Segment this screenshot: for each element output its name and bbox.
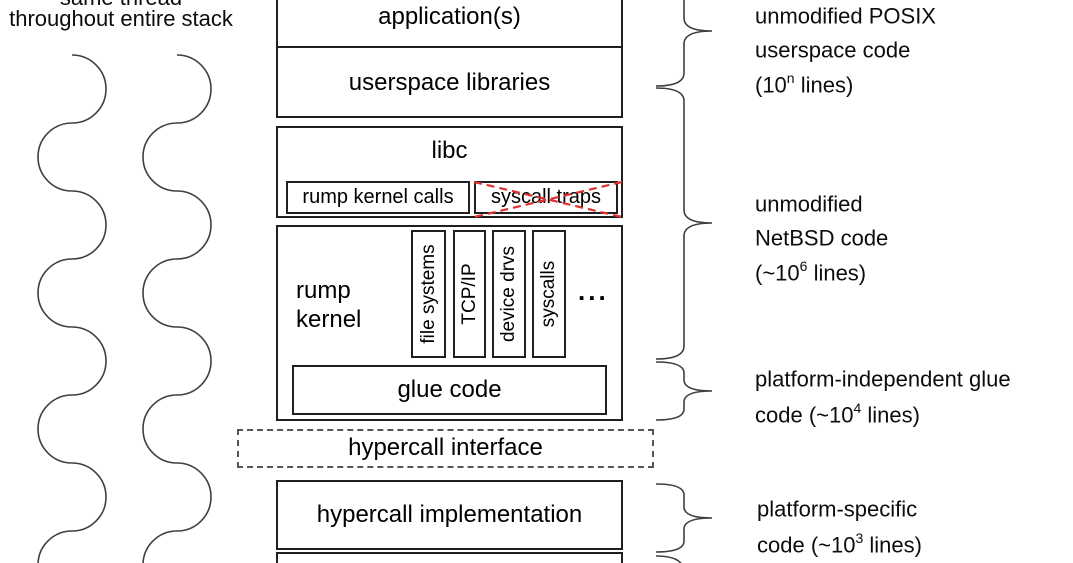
- app-userspace-separator: [278, 46, 621, 48]
- red-cross-line-2: [473, 180, 623, 219]
- annotation-platform-specific: platform-specific code (~103 lines): [757, 488, 922, 561]
- rump-kernel-label: rump kernel: [296, 276, 361, 334]
- annotation-line: code (~103 lines): [757, 530, 922, 558]
- component-box-file-systems: file systems: [411, 230, 446, 358]
- component-label-syscalls: syscalls: [538, 260, 559, 328]
- same-thread-note: same thread throughout entire stack: [0, 0, 242, 31]
- glue-code-box: [292, 365, 607, 415]
- red-cross-icon: [473, 180, 623, 219]
- brace-posix-userspace: [655, 0, 713, 87]
- component-label-device-drvs: device drvs: [498, 245, 519, 343]
- rump-kernel-label-line2: kernel: [296, 306, 362, 333]
- glue-code-label: glue code: [397, 376, 502, 403]
- annotation-line: unmodified POSIX: [755, 3, 936, 29]
- libc-label: libc: [431, 137, 468, 164]
- thread-wave-left: [37, 54, 107, 563]
- app-userspace-box: [276, 0, 623, 118]
- annotation-line: (10n lines): [755, 69, 854, 97]
- rump-kernel-calls-box: rump kernel calls: [286, 181, 470, 214]
- hypercall-interface-label: hypercall interface: [348, 434, 543, 461]
- thread-wave-right: [142, 54, 212, 563]
- annotation-line: userspace code: [755, 37, 911, 63]
- component-label-tcpip: TCP/IP: [458, 263, 480, 325]
- components-ellipsis: ...: [578, 276, 609, 306]
- hypercall-interface-box: [237, 429, 654, 468]
- component-label-file-systems: file systems: [417, 244, 439, 344]
- annotation-line: code (~104 lines): [755, 400, 920, 428]
- red-cross-line-1: [473, 180, 623, 219]
- hypercall-implementation-box: [276, 480, 623, 550]
- same-thread-note-line1: same thread: [0, 0, 242, 9]
- rump-kernel-label-line1: rump: [296, 277, 351, 304]
- partial-bottom-box: [276, 552, 623, 563]
- component-box-syscalls: syscalls: [532, 230, 566, 358]
- annotation-line: platform-independent glue: [755, 366, 1011, 392]
- brace-bottom-partial: [655, 555, 682, 563]
- annotation-line: NetBSD code: [755, 225, 889, 251]
- annotation-posix-userspace: unmodified POSIX userspace code (10n lin…: [755, 0, 936, 99]
- annotation-line: unmodified: [755, 191, 863, 217]
- annotation-glue-code: platform-independent glue code (~104 lin…: [755, 358, 1011, 431]
- annotation-line: platform-specific: [757, 496, 918, 522]
- component-box-device-drvs: device drvs: [492, 230, 526, 358]
- application-label: application(s): [378, 3, 521, 30]
- syscall-traps-box: syscall traps: [473, 180, 623, 219]
- same-thread-note-line2: throughout entire stack: [9, 6, 233, 31]
- annotation-netbsd-code: unmodified NetBSD code (~106 lines): [755, 184, 888, 287]
- hypercall-implementation-label: hypercall implementation: [316, 501, 583, 528]
- component-box-tcpip: TCP/IP: [453, 230, 486, 358]
- brace-netbsd-code: [655, 87, 713, 360]
- annotation-line: (~106 lines): [755, 257, 867, 285]
- brace-platform-specific: [655, 483, 713, 553]
- brace-glue-code: [655, 361, 713, 421]
- userspace-libraries-label: userspace libraries: [348, 69, 551, 96]
